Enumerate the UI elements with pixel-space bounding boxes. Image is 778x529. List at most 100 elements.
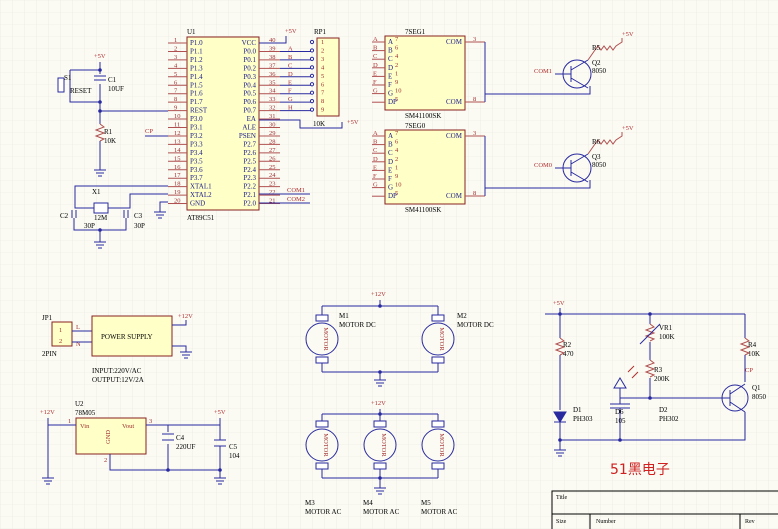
junction-dot [648,312,652,316]
mcu-pin-name: P0.5 [243,90,256,98]
reset-switch-symbol [57,77,65,93]
motor-brush [431,356,445,364]
transistor-part: 8050 [592,67,607,75]
seg-bus-letter: E [373,70,377,77]
mcu-pin-number: 13 [174,138,181,145]
seg1-part: SM41100SK [405,112,441,120]
motor-icon [421,428,455,462]
motor-ref: M4 [363,499,373,507]
psu-gnd [180,351,192,359]
seg-pin-name: B [388,141,393,149]
seg-pin-name: E [388,72,392,80]
junction-dot [618,438,622,442]
seg-bus-letter: A [373,36,378,43]
resistor-symbol [587,132,623,155]
mcu-pin-name: P0.7 [243,107,256,115]
u2-pin3: 3 [149,418,152,425]
base-net: COM1 [534,68,552,75]
ac-gnd [374,487,386,495]
mcu-pin-name: P0.0 [243,47,256,55]
vr1-symbol [644,323,656,342]
transistor-ref: Q2 [592,59,601,67]
u2-pin2: 2 [104,457,107,464]
u2-ref: U2 [75,400,84,408]
d6-value: 105 [615,417,626,425]
mcu-pin-name: P1.4 [190,73,203,81]
mcu-pin-number: 18 [174,181,181,188]
mcu-pin-name: P1.6 [190,90,203,98]
tb-rev: Rev [745,519,755,525]
vr1-ref: VR1 [659,324,673,332]
junction-dot [98,109,102,113]
seg-pin-name: DP [388,98,397,106]
mcu-pin-number: 3 [174,54,177,61]
transistor-ref: Q3 [592,153,601,161]
switch-label: RESET [70,87,92,95]
seg-pin-name: F [388,81,392,89]
d6-ref: D6 [615,408,624,416]
seg-bus-letter: D [373,62,378,69]
rp1-pin-number: 6 [321,81,325,88]
seg-pin-name: A [388,132,393,140]
reg-in-gnd [42,477,54,485]
c4-ref: C4 [176,434,185,442]
mcu-pin-name: P2.4 [243,166,256,174]
c2-symbol [71,210,77,218]
regulator-circuit: U2 78M05 Vin Vout GND 1 2 3 +12V +5V C4 … [40,400,240,485]
junction-dot [558,312,562,316]
psu-vout: +12V [178,313,193,320]
rp1-pin-dot [309,82,315,87]
com2-net: COM2 [287,196,305,203]
seg-pin-number: 4 [395,147,399,154]
junction-dot [648,396,652,400]
cp-net: CP [145,128,153,135]
motor-body-label: MOTOR [322,433,329,457]
title-block-frame [551,490,778,529]
c3-ref: C3 [134,212,143,220]
jp1-type: 2PIN [42,350,57,358]
seg-bus-letter: D [373,156,378,163]
seg-pin-number: 2 [395,156,398,163]
rp1-pin-number: 5 [321,73,324,80]
mcu-pin-number: 10 [174,113,181,120]
transistor-leads [555,59,589,89]
ac-vcc: +12V [371,400,386,407]
mcu-pin-number: 7 [174,88,178,95]
title-block-dividers [552,513,778,529]
seg-com-name: COM [446,38,463,46]
d1-led-icon [553,411,567,423]
junction-dot [378,304,382,308]
r4-ref: R4 [748,341,757,349]
p0-bus-letter: F [288,88,292,95]
mcu-pin-name: GND [190,200,205,208]
reg-gnd [214,477,226,485]
motor-m1: MOTOR [305,314,339,364]
mcu-pin-name: P3.0 [190,115,203,123]
motor-icon [363,428,397,462]
mcu-pin-number: 32 [269,105,276,112]
motor-type: MOTOR AC [305,508,342,516]
r2-value: 470 [563,350,574,358]
mcu-pin-number: 17 [174,172,181,179]
d1-ref: D1 [573,406,582,414]
motor-body-label: MOTOR [380,433,387,457]
resistor-ref: R6 [592,138,601,146]
junction-dot [218,468,222,472]
seg0-part: SM41100SK [405,206,441,214]
c4-symbol [162,433,174,441]
display-7seg0: 7SEG0 SM41100SK 7A6B4C2D1E9F10G5DPABCDEF… [372,122,486,214]
mcu-pin-name: VCC [242,39,257,47]
motor-icon [305,428,339,462]
jp1-wires [72,330,92,343]
seg0-ref: 7SEG0 [405,122,426,130]
power-supply: JP1 2PIN 1 2 L N POWER SUPPLY +12V INPUT… [42,313,193,384]
p0-bus-letter: C [288,62,292,69]
rp1-pin-dot [309,48,315,53]
seg-pin-number: 2 [395,62,398,69]
motor-body-label: MOTOR [322,327,329,351]
dc-gnd [374,379,386,387]
r4-symbol [739,337,751,356]
seg-pin-number: 6 [395,139,399,146]
